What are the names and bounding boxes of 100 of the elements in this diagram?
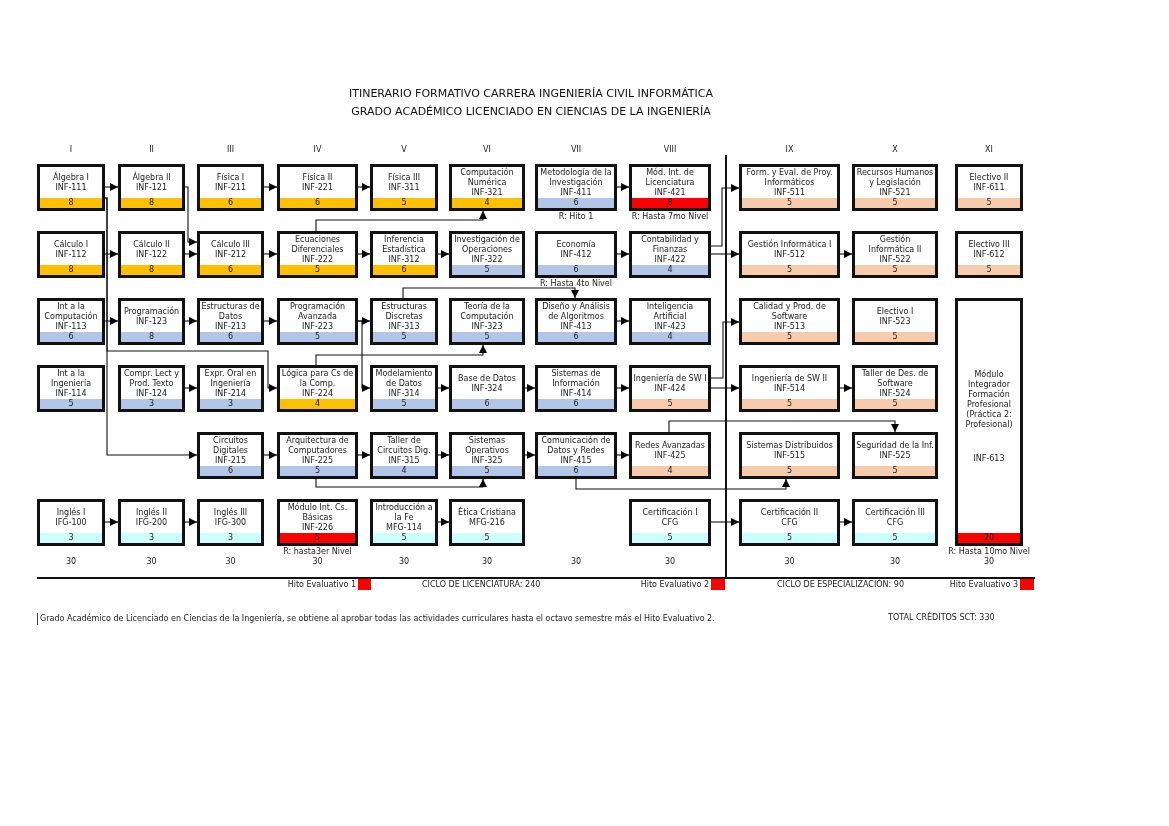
course-name: Módulo Int. Cs. Básicas [286, 502, 349, 523]
course-box [37, 499, 105, 546]
course-code: INF-522 [879, 254, 911, 265]
credits-bar: 6 [538, 198, 614, 208]
credits-bar: 8 [121, 198, 182, 208]
course-box [118, 298, 185, 345]
course-name: Estructuras de Datos [201, 301, 260, 322]
course-code: IFG-300 [214, 517, 247, 528]
course-code: INF-412 [560, 249, 592, 260]
credits-bar: 3 [200, 533, 261, 543]
course-code: INF-113 [55, 321, 87, 332]
arrow [616, 250, 630, 258]
semester-heading: VI [483, 145, 491, 155]
course-code: INF-423 [654, 321, 686, 332]
course-code: INF-212 [214, 249, 247, 260]
course-name: Int a la Computación [43, 301, 99, 322]
course-name: Gestión Informática I [747, 239, 832, 250]
course-box [535, 298, 617, 345]
credits-bar: 5 [632, 399, 708, 409]
prerequisite-note: R: Hasta 7mo Nivel [631, 212, 709, 222]
credits-bar: 6 [538, 466, 614, 476]
credit-total: 30 [398, 557, 410, 567]
arrow [104, 250, 119, 258]
course-box [739, 499, 840, 546]
course-box [739, 298, 840, 345]
prerequisite-note: R: Hasta 10mo Nivel [948, 547, 1030, 557]
course-box [197, 164, 264, 211]
course-name: Redes Avanzadas [635, 440, 705, 451]
course-name: Int a la Ingeniería [49, 368, 93, 389]
course-code: INF-213 [214, 321, 247, 332]
course-name: Teoría de la Computación [459, 301, 515, 322]
course-box [370, 499, 438, 546]
arrow [575, 478, 790, 490]
course-box [370, 164, 438, 211]
credits-bar: 8 [632, 198, 708, 208]
course-name: Estructuras Discretas [380, 301, 428, 322]
course-name: Compr. Lect y Prod. Texto [122, 368, 180, 389]
credits-bar: 5 [280, 265, 355, 275]
course-code: INF-325 [471, 455, 503, 466]
arrow [616, 451, 630, 459]
arrow [184, 384, 198, 392]
credits-bar: 5 [452, 332, 522, 342]
course-box [197, 499, 264, 546]
subtitle: GRADO ACADÉMICO LICENCIADO EN CIENCIAS DE LA INGENIERÍA [351, 105, 711, 118]
credits-bar: 5 [452, 265, 522, 275]
credit-total: 30 [312, 557, 323, 567]
course-box [37, 365, 105, 412]
course-box [629, 432, 711, 479]
course-code: INF-515 [773, 450, 806, 461]
course-name: Inglés II [135, 507, 168, 518]
course-box [370, 298, 438, 345]
arrow [524, 451, 536, 459]
course-code: INF-321 [471, 187, 503, 198]
course-name: Programación [123, 306, 180, 317]
course-code: INF-315 [388, 455, 420, 466]
arrow [357, 320, 371, 392]
arrow [315, 478, 487, 488]
course-name: Inferencia Estadística [381, 234, 427, 255]
course-code: INF-521 [879, 187, 911, 198]
course-box [449, 298, 525, 345]
credits-bar: 6 [452, 399, 522, 409]
cycle-total: CICLO DE LICENCIATURA: 240 [422, 580, 541, 590]
course-code: INF-415 [560, 455, 592, 466]
course-code: INF-322 [471, 254, 503, 265]
course-box [535, 365, 617, 412]
credits-bar: 5 [958, 198, 1020, 208]
course-code: INF-122 [135, 249, 168, 260]
course-name: Física I [216, 172, 245, 183]
course-box [277, 298, 358, 345]
arrow [263, 250, 278, 258]
semester-heading: III [226, 145, 235, 155]
arrow [437, 518, 450, 526]
course-box [739, 365, 840, 412]
course-name: Recursos Humanos y Legislación [856, 167, 934, 188]
course-name: Ecuaciones Diferenciales [290, 234, 345, 255]
course-box [739, 432, 840, 479]
course-box [852, 365, 938, 412]
title: ITINERARIO FORMATIVO CARRERA INGENIERÍA CIVIL INFORMÁTICA [348, 87, 714, 100]
arrow [357, 250, 371, 258]
credits-bar: 5 [742, 198, 837, 208]
course-code: INF-421 [654, 187, 686, 198]
semester-heading: VIII [663, 145, 677, 155]
course-box [955, 164, 1023, 211]
course-name: Física III [387, 172, 421, 183]
course-name: Taller de Des. de Software [860, 368, 930, 389]
course-name: Ética Cristiana [458, 507, 516, 518]
course-name: Inglés III [213, 507, 248, 518]
course-box [37, 164, 105, 211]
arrow [357, 183, 371, 191]
credits-bar: 5 [373, 198, 435, 208]
credit-total: 30 [65, 557, 77, 567]
credits-bar: 6 [280, 198, 355, 208]
course-box [370, 365, 438, 412]
course-box [370, 231, 438, 278]
course-name: Introducción a la Fe [374, 502, 434, 523]
credit-total: 30 [983, 557, 995, 567]
footnote: Grado Académico de Licenciado en Ciencias de la Ingeniería, se obtiene al aprobar todas las actividades curriculares hasta el octavo semestre más el Hito Evaluativo 2. [37, 613, 715, 625]
course-name: Certificación II [760, 507, 819, 518]
credits-bar: 5 [40, 399, 102, 409]
credits-bar: 5 [742, 332, 837, 342]
